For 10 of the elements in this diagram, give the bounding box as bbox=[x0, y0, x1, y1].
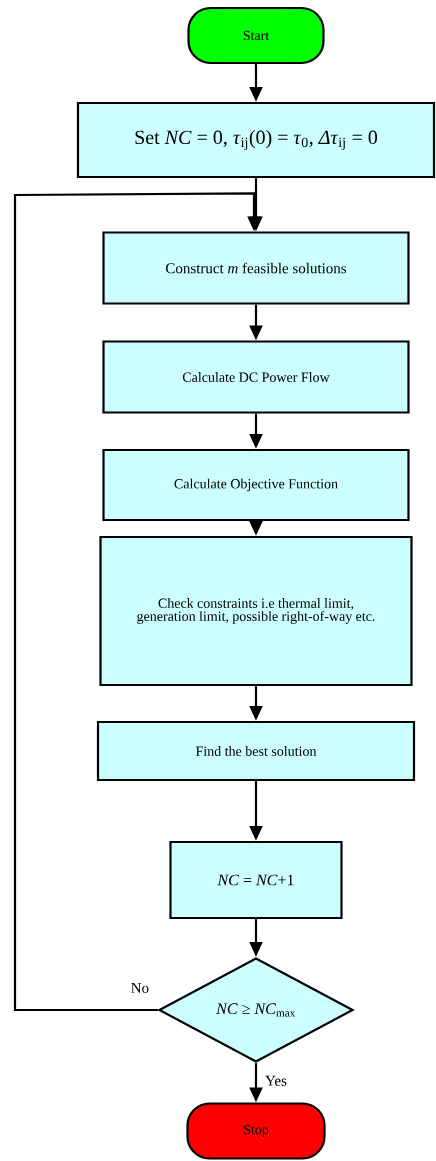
process-box: NC = NC+1 bbox=[169, 840, 343, 920]
process-box: Check constraints i.e thermal limit, generation limit, possible right-of-way etc. bbox=[99, 535, 413, 687]
process-box: Set NC = 0, τ$_{ij}$(0) = τ$_{0}$, Δτ$_{ij}$ = 0 bbox=[76, 101, 436, 179]
edge-label: No bbox=[129, 982, 151, 994]
arrow bbox=[13, 192, 261, 1012]
edge-label: Yes bbox=[264, 1074, 288, 1087]
process-box: Construct m feasible solutions bbox=[102, 231, 410, 305]
process-box: Find the best solution bbox=[96, 720, 416, 782]
process-box: Calculate DC Power Flow bbox=[102, 340, 410, 414]
process-box: Calculate Objective Function bbox=[102, 448, 410, 522]
